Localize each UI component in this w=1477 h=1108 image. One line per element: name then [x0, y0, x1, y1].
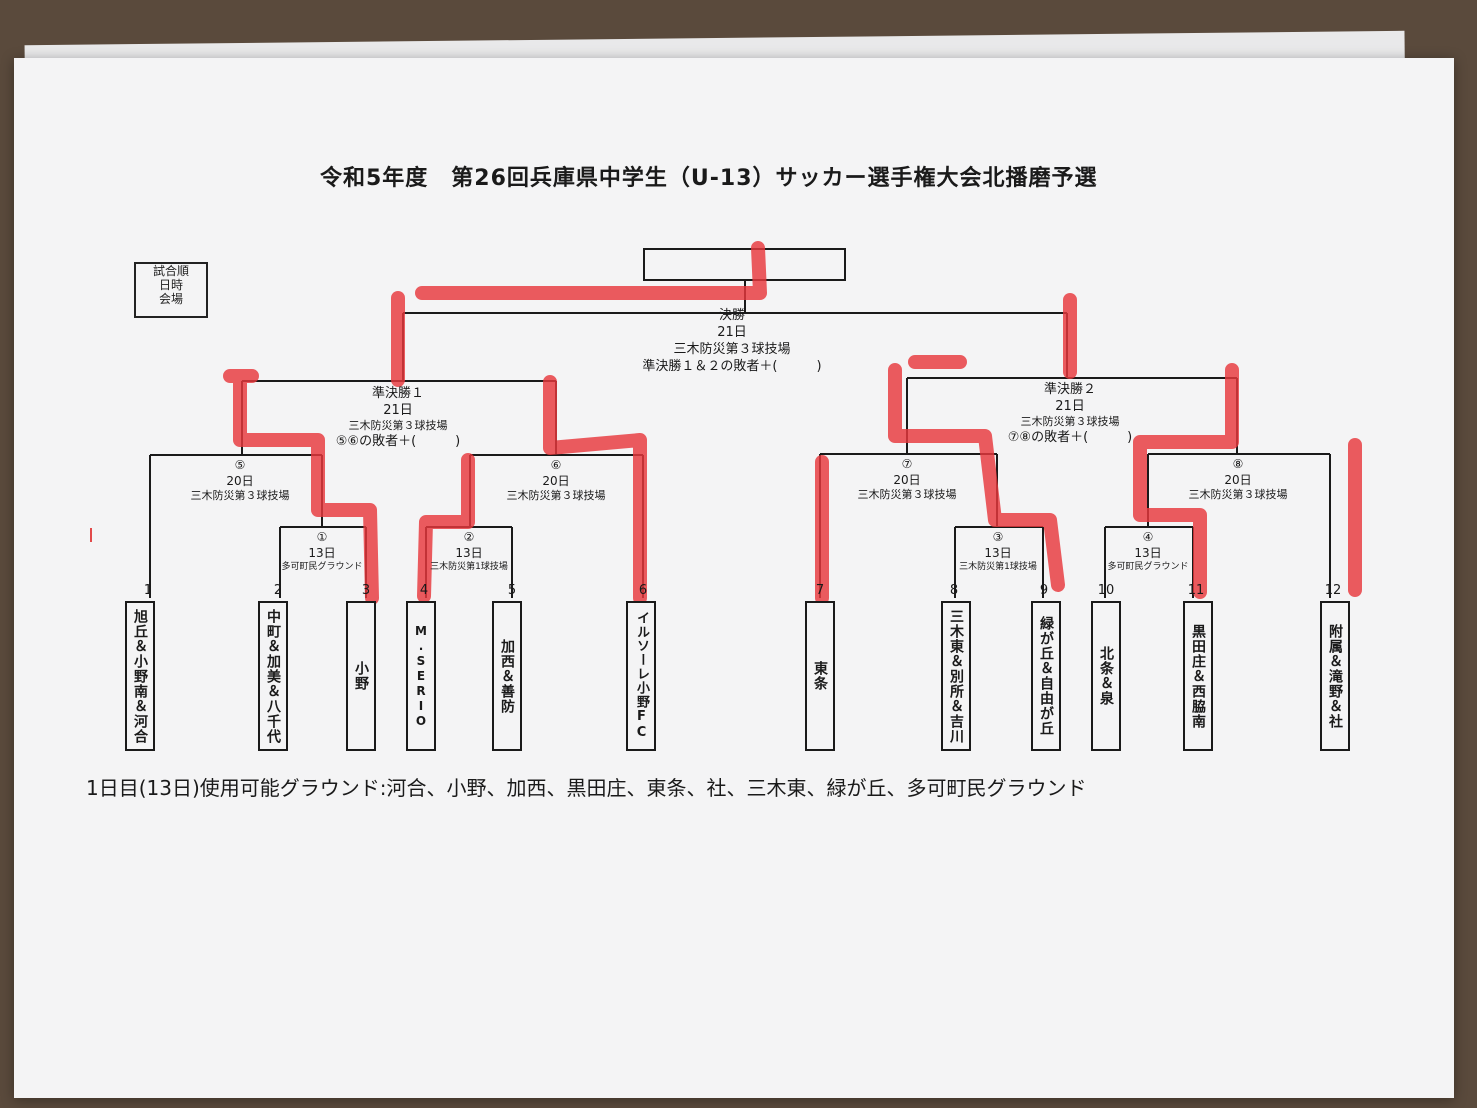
legend-order: 試合順: [152, 264, 189, 278]
final-label: 決勝: [718, 308, 745, 323]
team-box-10: 北条＆泉: [1091, 601, 1121, 751]
match-6-info: ⑥ 20日 三木防災第３球技場: [507, 457, 606, 503]
m7-number: ⑦: [901, 457, 913, 471]
team-box-8: 三木東＆別所＆吉川: [941, 601, 971, 751]
m3-number: ③: [992, 530, 1004, 544]
semifinal-2-info: 準決勝２ 21日 三木防災第３球技場 ⑦⑧の敗者＋( ): [1008, 381, 1132, 446]
m6-venue: 三木防災第３球技場: [506, 489, 606, 502]
sf1-label: 準決勝１: [371, 386, 425, 401]
team-box-12: 附属＆滝野＆社: [1320, 601, 1350, 751]
m2-date: 13日: [455, 546, 483, 560]
m3-date: 13日: [984, 546, 1012, 560]
final-note: 準決勝１＆２の敗者＋( ): [642, 359, 822, 374]
m6-date: 20日: [542, 474, 570, 488]
footnote-grounds: 1日目(13日)使用可能グラウンド:河合、小野、加西、黒田庄、東条、社、三木東、…: [86, 776, 1087, 800]
m7-venue: 三木防災第３球技場: [857, 488, 957, 501]
red-highlight-marks: [223, 241, 1362, 605]
highlight-path-team9: [888, 355, 1065, 592]
highlight-path-team4: [417, 453, 475, 603]
sf2-date: 21日: [1055, 399, 1085, 414]
semifinal-1-info: 準決勝１ 21日 三木防災第３球技場 ⑤⑥の敗者＋( ): [336, 385, 460, 450]
highlight-final-path: [415, 241, 767, 300]
team-box-1: 旭丘＆小野南＆河合: [125, 601, 155, 751]
m6-number: ⑥: [550, 458, 562, 472]
paper-sheet: [14, 58, 1454, 1098]
seed-number: 6: [638, 583, 648, 598]
m2-number: ②: [463, 530, 475, 544]
sf1-date: 21日: [383, 403, 413, 418]
match-1-info: ① 13日 多可町民グラウンド: [281, 529, 362, 573]
highlight-path-team6: [543, 375, 647, 605]
final-info: 決勝 21日 三木防災第３球技場 準決勝１＆２の敗者＋( ): [642, 307, 821, 375]
m4-venue: 多可町民グラウンド: [1107, 562, 1189, 572]
seed-number: 3: [361, 583, 371, 598]
team-box-9: 緑が丘＆自由が丘: [1031, 601, 1061, 751]
highlight-path-team11: [1133, 363, 1239, 599]
seed-number: 4: [419, 583, 429, 598]
champion-box: [643, 248, 846, 281]
m8-date: 20日: [1224, 473, 1252, 487]
match-7-info: ⑦ 20日 三木防災第３球技場: [858, 456, 957, 502]
final-date: 21日: [717, 325, 747, 340]
sf1-venue: 三木防災第３球技場: [348, 419, 448, 432]
sf1-note: ⑤⑥の敗者＋( ): [335, 434, 461, 449]
team-box-4: M.SERIO: [406, 601, 436, 751]
margin-red-mark: [90, 528, 92, 542]
m8-venue: 三木防災第３球技場: [1188, 488, 1288, 501]
page-title: 令和5年度 第26回兵庫県中学生（U-13）サッカー選手権大会北播磨予選: [320, 166, 1098, 191]
match-4-info: ④ 13日 多可町民グラウンド: [1107, 529, 1188, 573]
m5-venue: 三木防災第３球技場: [190, 489, 290, 502]
team-box-11: 黒田庄＆西脇南: [1183, 601, 1213, 751]
match-8-info: ⑧ 20日 三木防災第３球技場: [1189, 456, 1288, 502]
seed-number: 2: [273, 583, 283, 598]
seed-number: 5: [507, 583, 517, 598]
m1-date: 13日: [308, 546, 336, 560]
match-3-info: ③ 13日 三木防災第1球技場: [959, 529, 1037, 573]
m8-number: ⑧: [1232, 457, 1244, 471]
m7-date: 20日: [893, 473, 921, 487]
team-box-6: イルソーレ小野FC: [626, 601, 656, 751]
team-box-2: 中町＆加美＆八千代: [258, 601, 288, 751]
legend-box: 試合順 日時 会場: [134, 262, 208, 318]
highlight-path-team3: [223, 369, 379, 605]
seed-number: 7: [815, 583, 825, 598]
team-box-7: 東条: [805, 601, 835, 751]
match-5-info: ⑤ 20日 三木防災第３球技場: [191, 457, 290, 503]
seed-number: 8: [949, 583, 959, 598]
m5-number: ⑤: [234, 458, 246, 472]
team-box-3: 小野: [346, 601, 376, 751]
sf2-label: 準決勝２: [1043, 382, 1097, 397]
legend-datetime: 日時: [158, 278, 183, 292]
legend-venue: 会場: [158, 292, 183, 306]
seed-number: 11: [1187, 583, 1205, 598]
match-2-info: ② 13日 三木防災第1球技場: [430, 529, 508, 573]
m1-venue: 多可町民グラウンド: [281, 562, 363, 572]
seed-number: 12: [1324, 583, 1342, 598]
m3-venue: 三木防災第1球技場: [959, 562, 1037, 572]
seed-number: 9: [1039, 583, 1049, 598]
seed-number: 10: [1097, 583, 1115, 598]
m4-number: ④: [1142, 530, 1154, 544]
seed-number: 1: [143, 583, 153, 598]
sf2-venue: 三木防災第３球技場: [1020, 415, 1120, 428]
m2-venue: 三木防災第1球技場: [430, 562, 508, 572]
final-venue: 三木防災第３球技場: [673, 342, 791, 357]
m1-number: ①: [316, 530, 328, 544]
team-box-5: 加西＆善防: [492, 601, 522, 751]
sf2-note: ⑦⑧の敗者＋( ): [1007, 430, 1133, 445]
m4-date: 13日: [1134, 546, 1162, 560]
m5-date: 20日: [226, 474, 254, 488]
